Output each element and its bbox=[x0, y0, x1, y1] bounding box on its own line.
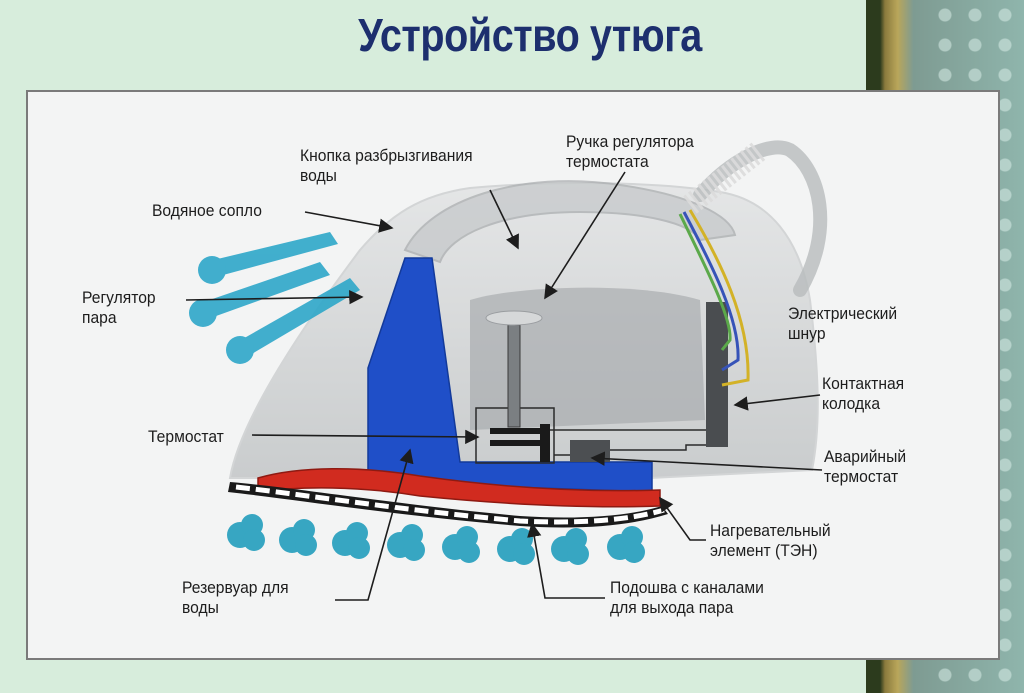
wire-green bbox=[678, 213, 732, 351]
leader-thermostat-knob bbox=[544, 171, 626, 300]
iron-handle bbox=[403, 180, 737, 264]
thermostat-contact-lower bbox=[490, 440, 542, 446]
thermostat-contact-upper bbox=[490, 428, 542, 434]
cord-spring bbox=[683, 141, 767, 214]
leader-heating-element bbox=[659, 496, 706, 541]
label-water-nozzle: Водяное сопло bbox=[152, 201, 262, 220]
label-thermostat-knob: Ручка регулятора термостата bbox=[566, 132, 694, 171]
leader-thermostat bbox=[251, 429, 480, 445]
circuit-wire bbox=[550, 429, 706, 456]
leader-soleplate bbox=[527, 522, 605, 599]
label-soleplate: Подошва с каналами для выхода пара bbox=[610, 578, 764, 617]
label-thermostat: Термостат bbox=[148, 427, 224, 446]
steam-clouds bbox=[227, 514, 645, 565]
label-water-reservoir: Резервуар для воды bbox=[182, 578, 289, 617]
thermostat-post bbox=[540, 424, 550, 462]
leader-steam-regulator bbox=[185, 290, 364, 305]
leader-emergency-thermostat bbox=[590, 451, 823, 471]
label-emergency-thermostat: Аварийный термостат bbox=[824, 447, 907, 486]
label-electric-cord: Электрический шнур bbox=[788, 304, 898, 343]
leader-spray-button bbox=[489, 189, 519, 250]
cord-guard bbox=[693, 140, 828, 297]
soleplate-channels bbox=[235, 484, 665, 525]
leader-water-nozzle bbox=[304, 211, 394, 233]
label-heating-element: Нагревательный элемент (ТЭН) bbox=[710, 521, 831, 560]
label-contact-block: Контактная колодка bbox=[822, 374, 905, 413]
thermostat-knob bbox=[485, 310, 543, 326]
wire-blue bbox=[682, 211, 740, 372]
thermostat-screw bbox=[507, 324, 521, 428]
page-title: Устройство утюга bbox=[358, 9, 702, 61]
label-steam-regulator: Регулятор пара bbox=[82, 288, 156, 327]
contact-block bbox=[706, 302, 728, 447]
label-spray-button: Кнопка разбрызгивания воды bbox=[300, 146, 473, 185]
wire-yellow bbox=[688, 209, 750, 387]
soleplate bbox=[228, 482, 668, 528]
leader-reservoir bbox=[335, 448, 414, 601]
leader-contact-block bbox=[733, 394, 821, 411]
